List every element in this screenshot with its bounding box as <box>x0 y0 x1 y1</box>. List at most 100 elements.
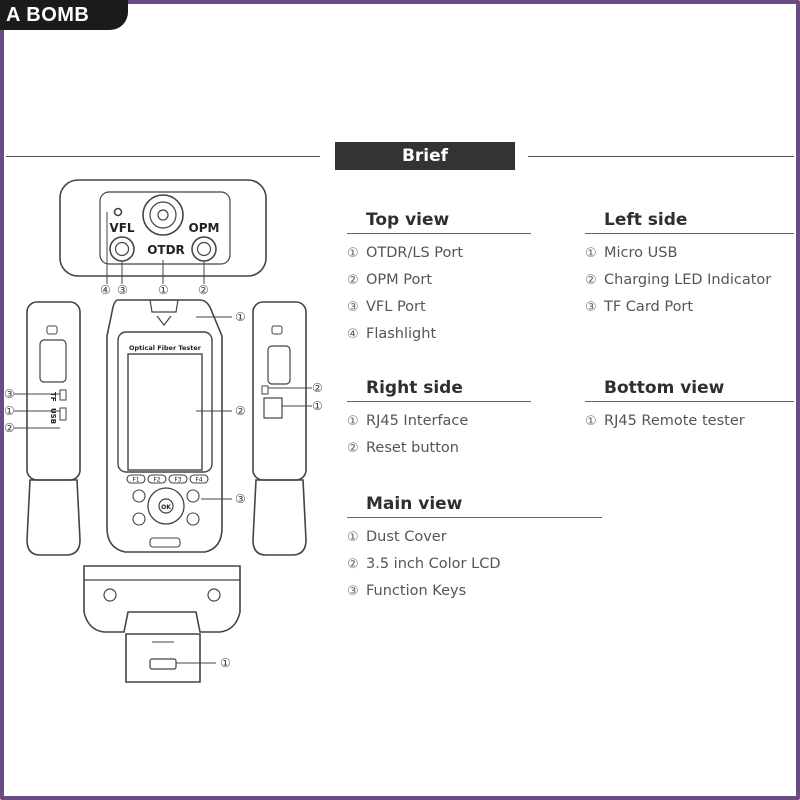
list-item: ② Charging LED Indicator <box>585 267 794 294</box>
usb-flap <box>39 339 67 383</box>
item-label: OPM Port <box>366 272 433 288</box>
item-label: RJ45 Interface <box>366 413 469 429</box>
callout-main-1: ① <box>235 310 246 324</box>
title-rule-left <box>6 156 320 157</box>
ok-key-label: OK <box>161 504 171 511</box>
item-number: ① <box>585 414 597 429</box>
item-number: ② <box>585 273 597 288</box>
fn-key-3-label: F3 <box>174 477 181 484</box>
callout-right-2: ② <box>312 381 323 395</box>
fn-key-1-label: F1 <box>132 477 139 484</box>
list-item: ③ VFL Port <box>347 294 531 321</box>
page-title: Brief <box>335 142 515 170</box>
vfl-label: VFL <box>109 221 134 235</box>
item-number: ① <box>585 246 597 261</box>
rj45-port-icon <box>263 397 283 419</box>
list-item: ② Reset button <box>347 435 531 462</box>
list-item: ① Dust Cover <box>347 524 602 551</box>
list-item: ① RJ45 Interface <box>347 408 531 435</box>
callout-main-2: ② <box>235 404 246 418</box>
top-view-drawing <box>59 179 267 284</box>
item-label: Function Keys <box>366 583 467 599</box>
item-number: ① <box>347 246 359 261</box>
dust-cover <box>149 299 179 313</box>
side-key <box>132 512 146 526</box>
item-list: ① RJ45 Interface ② Reset button <box>347 408 531 462</box>
callout-left-3: ③ <box>4 387 15 401</box>
item-number: ③ <box>347 300 359 315</box>
callout-left-1: ① <box>4 404 15 418</box>
left-lower-body <box>26 479 81 556</box>
section-heading: Top view <box>347 210 531 234</box>
item-number: ③ <box>347 584 359 599</box>
top-panel <box>99 191 231 265</box>
screen-bezel <box>117 331 213 473</box>
item-label: VFL Port <box>366 299 426 315</box>
item-number: ① <box>347 414 359 429</box>
callout-main-3: ③ <box>235 492 246 506</box>
item-label: Flashlight <box>366 326 437 342</box>
section-right-side: Right side ① RJ45 Interface ② Reset button <box>347 378 531 462</box>
item-label: TF Card Port <box>604 299 694 315</box>
callout-top-1: ① <box>158 283 169 297</box>
callout-bottom-1: ① <box>220 656 231 670</box>
side-key <box>132 489 146 503</box>
left-side-drawing <box>14 301 81 556</box>
item-number: ① <box>347 530 359 545</box>
callout-top-2: ② <box>198 283 209 297</box>
flashlight-icon <box>113 207 123 217</box>
item-number: ③ <box>585 300 597 315</box>
opm-label: OPM <box>189 221 220 235</box>
rj45-remote-port <box>149 658 177 670</box>
fn-key-3 <box>168 474 188 484</box>
item-label: Charging LED Indicator <box>604 272 772 288</box>
title-rule-right <box>528 156 794 157</box>
usb-label: USB <box>49 408 57 424</box>
item-number: ② <box>347 273 359 288</box>
nav-dpad <box>147 487 185 525</box>
bottom-base-outline <box>83 565 241 633</box>
otdr-label: OTDR <box>147 243 185 257</box>
tf-label: TF <box>49 392 57 402</box>
section-heading: Right side <box>347 378 531 402</box>
bottom-view-drawing <box>83 565 241 683</box>
main-body-outline <box>106 299 223 553</box>
callout-left-2: ② <box>4 421 15 435</box>
otdr-port-icon <box>142 194 184 236</box>
main-view-drawing <box>106 299 232 553</box>
fn-key-4-label: F4 <box>195 477 202 484</box>
right-upper-body <box>252 301 307 481</box>
ok-key <box>158 498 174 514</box>
opm-port-icon <box>191 236 217 262</box>
item-label: 3.5 inch Color LCD <box>366 556 501 572</box>
fn-key-1 <box>126 474 146 484</box>
side-key <box>186 512 200 526</box>
list-item: ③ TF Card Port <box>585 294 794 321</box>
fn-key-4 <box>189 474 209 484</box>
screen-title: Optical Fiber Tester <box>129 344 202 352</box>
remote-tester-body <box>125 633 201 683</box>
callout-right-1: ① <box>312 399 323 413</box>
item-label: Dust Cover <box>366 529 447 545</box>
fn-key-2-label: F2 <box>153 477 160 484</box>
left-upper-body <box>26 301 81 481</box>
item-number: ② <box>347 441 359 456</box>
item-label: Reset button <box>366 440 459 456</box>
brand-logo: A BOMB <box>0 0 128 30</box>
side-key <box>186 489 200 503</box>
right-side-drawing <box>252 301 312 556</box>
list-item: ② OPM Port <box>347 267 531 294</box>
